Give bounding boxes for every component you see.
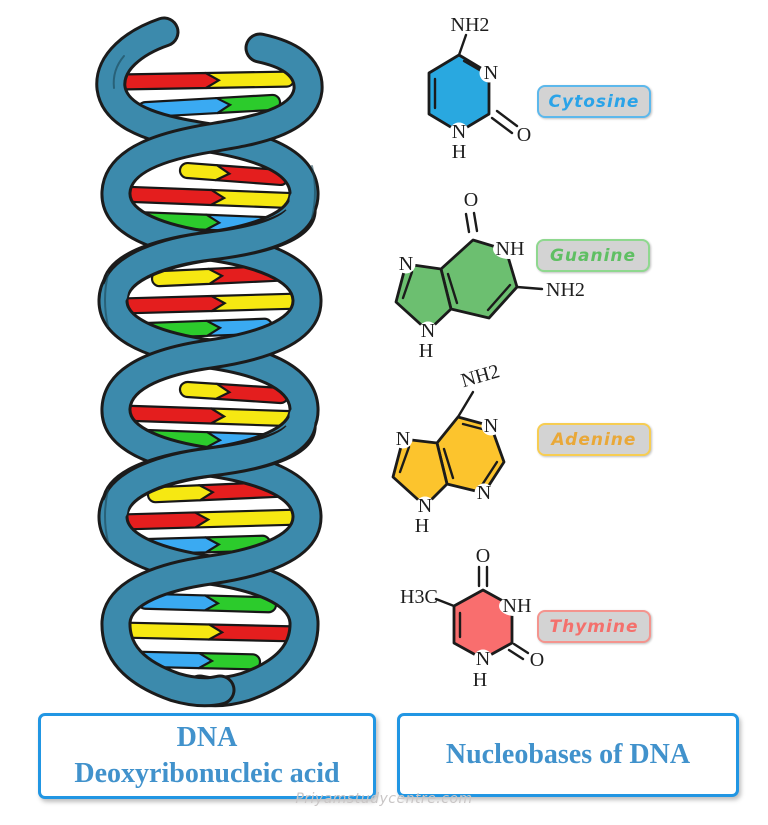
adenine-structure: NH2 N N N N H: [391, 360, 506, 537]
cytosine-bonds: [433, 33, 519, 135]
strand-b-ribbon: [103, 35, 321, 705]
atom-label-o: O: [464, 189, 478, 211]
atom-label-nh: NH: [496, 238, 525, 260]
atom-label-n: N: [452, 121, 466, 143]
atom-label-amine: NH2: [459, 360, 502, 392]
bond-gap-patch: [481, 416, 501, 436]
adenine-bonds: [398, 390, 499, 487]
dna-title-line1: DNA: [176, 722, 238, 753]
nucleobases-title-box: Nucleobases of DNA: [397, 713, 739, 797]
atom-label-o: O: [476, 545, 490, 567]
bond-gap-patch: [474, 483, 494, 503]
bond-gap-patch: [418, 321, 438, 341]
dna-title-box: DNA Deoxyribonucleic acid: [38, 713, 376, 799]
atom-label-n: N: [484, 62, 498, 84]
atom-label-n: N: [418, 495, 432, 517]
thymine-label-chip: Thymine: [537, 610, 651, 643]
bond-gap-patch: [415, 496, 435, 516]
base-pair-rung: [118, 508, 305, 531]
base-pair-rung: [116, 621, 302, 643]
dna-helix-illustration: [95, 16, 324, 708]
atom-label-h: H: [452, 141, 466, 163]
thymine-label: Thymine: [549, 616, 639, 637]
guanine-atom-labels: O NH NH2 N N H: [399, 189, 585, 362]
rungs-layer: [116, 70, 305, 671]
adenine-label: Adenine: [551, 429, 637, 450]
atom-label-n: N: [477, 482, 491, 504]
base-pair-rung: [118, 185, 304, 210]
cytosine-label: Cytosine: [548, 91, 640, 112]
bond-gap-patch: [499, 596, 531, 616]
thymine-structure: O H3C NH O N H: [400, 545, 544, 691]
helix-weave-overpass: [101, 187, 317, 523]
atom-label-amine: NH2: [546, 279, 585, 301]
base-pair-rung: [178, 380, 290, 405]
base-pair-rung: [118, 404, 304, 428]
watermark: Priyamstudycentre.com: [295, 791, 473, 807]
guanine-label-chip: Guanine: [536, 239, 650, 272]
overpass-ribbon: [102, 403, 315, 523]
bond-gap-patch: [493, 239, 525, 259]
overpass-ribbon: [102, 187, 315, 307]
bond-gap-patch: [449, 122, 469, 142]
atom-label-n: N: [421, 320, 435, 342]
atom-label-h: H: [419, 340, 433, 362]
guanine-structure: O NH NH2 N N H: [394, 189, 585, 362]
cytosine-label-chip: Cytosine: [537, 85, 651, 118]
ribbon-shading-lines: [104, 55, 316, 543]
cytosine-atom-labels: NH2 N O N H: [451, 14, 532, 163]
helix-strand-b: [100, 32, 324, 708]
base-pair-rung: [118, 292, 305, 315]
cytosine-structure: NH2 N O N H: [427, 14, 532, 163]
base-pair-rung: [116, 70, 296, 91]
thymine-bonds: [434, 565, 530, 661]
atom-label-n: N: [396, 428, 410, 450]
bond-gap-patch: [479, 63, 499, 83]
atom-label-methyl: H3C: [400, 586, 438, 608]
bond-gap-patch: [473, 649, 493, 669]
atom-label-n: N: [476, 648, 490, 670]
atom-label-n: N: [399, 253, 413, 275]
adenine-label-chip: Adenine: [537, 423, 651, 456]
atom-label-amine: NH2: [451, 14, 490, 36]
bond-gap-patch: [393, 429, 413, 449]
atom-label-nh: NH: [503, 595, 532, 617]
thymine-atom-labels: O H3C NH O N H: [400, 545, 544, 691]
atom-label-n: N: [484, 415, 498, 437]
guanine-label: Guanine: [549, 245, 637, 266]
dna-title-line2: Deoxyribonucleic acid: [74, 758, 340, 789]
guanine-bonds: [401, 211, 544, 312]
bond-gap-patch: [396, 254, 416, 274]
atom-label-h: H: [415, 515, 429, 537]
atom-label-h: H: [473, 669, 487, 691]
nucleobases-title: Nucleobases of DNA: [445, 739, 691, 770]
atom-label-o: O: [530, 649, 544, 671]
atom-label-o: O: [517, 124, 531, 146]
